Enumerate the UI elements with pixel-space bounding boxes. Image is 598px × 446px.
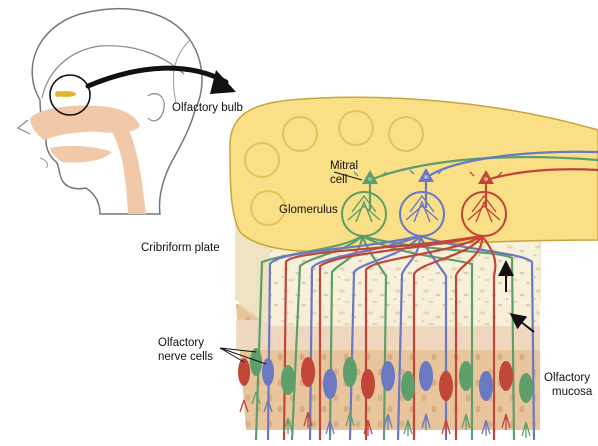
olfactory-bulb: [230, 97, 598, 251]
label-olfactory-nerve-1: Olfactory: [158, 337, 204, 350]
label-olfactory-mucosa-1: Olfactory: [544, 372, 590, 385]
label-glomerulus: Glomerulus: [279, 204, 338, 217]
label-mitral: Mitral: [330, 160, 358, 173]
label-cribriform-plate: Cribriform plate: [141, 242, 220, 255]
label-cell: cell: [330, 174, 347, 187]
label-olfactory-mucosa-2: mucosa: [552, 386, 592, 399]
label-olfactory-bulb: Olfactory bulb: [172, 102, 243, 115]
label-olfactory-nerve-2: nerve cells: [158, 351, 213, 364]
